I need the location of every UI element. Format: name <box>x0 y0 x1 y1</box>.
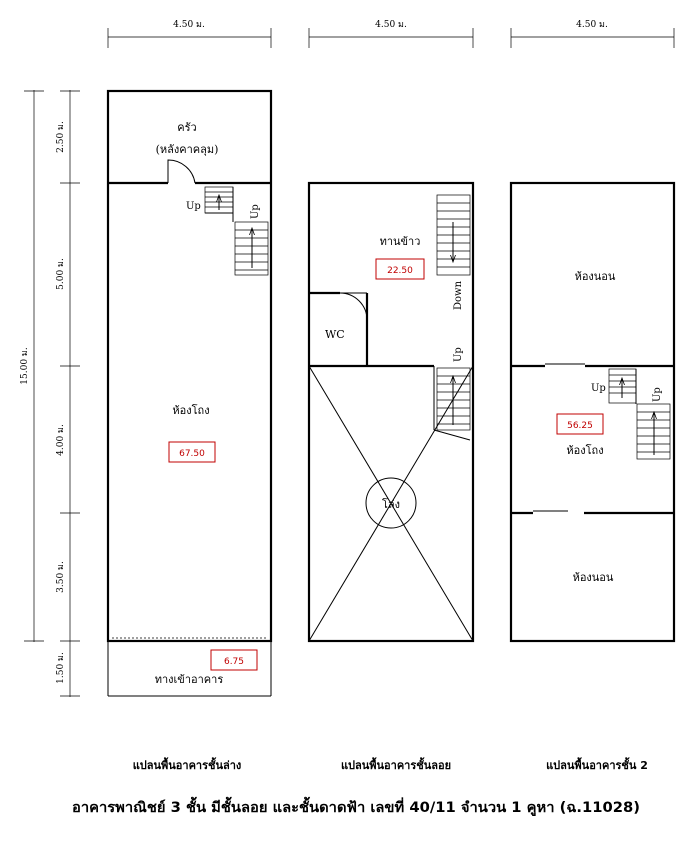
kitchen-note: (หลังคาคลุม) <box>156 143 219 156</box>
dining-area-box <box>375 258 425 280</box>
width-dimension-second: 4.50 ม. <box>576 20 608 30</box>
bedroom-1-label: ห้องนอน <box>575 270 616 283</box>
ground-up-label: Up <box>186 201 201 212</box>
ground-stair <box>204 186 269 276</box>
second-floor-plan <box>509 181 676 643</box>
ground-up-label-2: Up <box>250 204 261 219</box>
ground-hall-area-box <box>168 441 216 463</box>
entrance-label: ทางเข้าอาคาร <box>155 673 224 686</box>
mezzanine-up-label: Up <box>453 347 464 362</box>
second-hall-area: 56.25 <box>567 421 593 431</box>
mezzanine-stair-lower <box>433 366 471 441</box>
dining-area: 22.50 <box>387 266 413 276</box>
ground-hall-area: 67.50 <box>179 449 205 459</box>
mezzanine-floor-plan <box>307 181 475 643</box>
second-up-label: Up <box>591 383 606 394</box>
wc-label: WC <box>325 328 345 341</box>
mezzanine-stair-upper <box>436 194 471 276</box>
entrance-area-box <box>210 649 258 671</box>
dimension-seg-3: 4.00 ม. <box>56 424 66 456</box>
left-dimension-lines <box>24 90 80 697</box>
ground-floor-plan <box>106 89 273 697</box>
void-label: โล่ง <box>382 497 400 511</box>
total-length-dimension: 15.00 ม. <box>20 347 30 385</box>
dimension-seg-2: 5.00 ม. <box>56 258 66 290</box>
drawing-title: อาคารพาณิชย์ 3 ชั้น มีชั้นลอย และชั้นดาด… <box>72 796 640 816</box>
width-dimension-mezzanine: 4.50 ม. <box>375 20 407 30</box>
ground-hall-label: ห้องโถง <box>172 403 209 417</box>
second-floor-caption: แปลนพื้นอาคารชั้น 2 <box>546 757 648 772</box>
second-up-label-2: Up <box>652 387 663 402</box>
dimension-seg-4: 3.50 ม. <box>56 561 66 593</box>
kitchen-label: ครัว <box>177 121 196 134</box>
bedroom-2-label: ห้องนอน <box>573 571 614 584</box>
second-hall-area-box <box>556 413 604 435</box>
dimension-seg-1: 2.50 ม. <box>56 121 66 153</box>
dining-label: ทานข้าว <box>380 235 421 248</box>
second-floor-stair <box>608 368 671 460</box>
mezzanine-down-label: Down <box>453 280 464 310</box>
entrance-area: 6.75 <box>224 657 244 667</box>
void-circle <box>365 477 417 529</box>
ground-floor-caption: แปลนพื้นอาคารชั้นล่าง <box>133 757 242 772</box>
width-dimension-ground: 4.50 ม. <box>173 20 205 30</box>
top-dimension-lines <box>107 28 675 48</box>
dimension-seg-5: 1.50 ม. <box>56 652 66 684</box>
mezzanine-caption: แปลนพื้นอาคารชั้นลอย <box>341 757 451 772</box>
second-hall-label: ห้องโถง <box>566 443 603 457</box>
